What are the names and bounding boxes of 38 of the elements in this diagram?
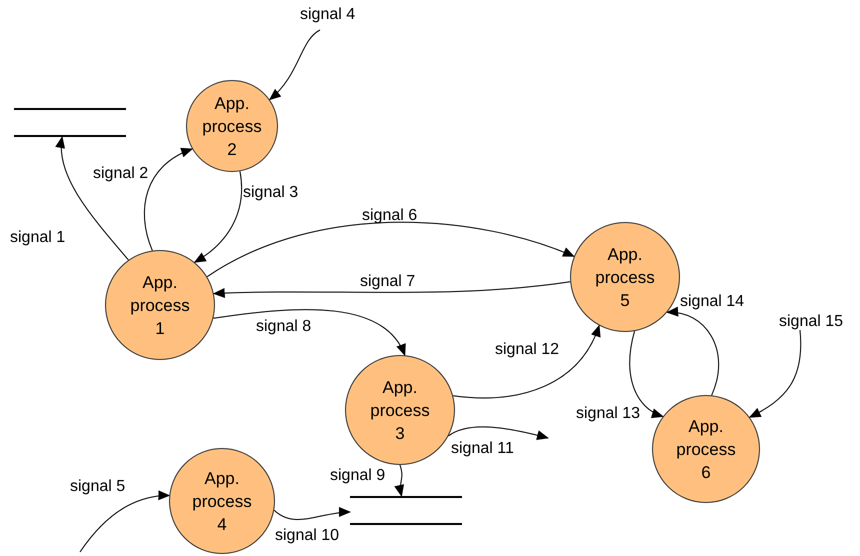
arrow — [194, 170, 242, 263]
edge-label: signal 1 — [10, 228, 66, 248]
arrow — [212, 281, 571, 298]
edge-label: signal 7 — [360, 272, 416, 292]
edge-label: signal 12 — [495, 340, 560, 360]
process-label: App. process 4 — [191, 468, 253, 536]
process-label: App. process 3 — [369, 376, 431, 444]
arrow — [144, 148, 194, 252]
arrow — [394, 464, 404, 497]
process-label: App. process 5 — [594, 244, 656, 312]
edge-label: signal 4 — [300, 5, 356, 25]
edge-label: signal 3 — [243, 183, 298, 203]
arrow — [274, 507, 351, 520]
arrow — [206, 222, 575, 278]
edge-label: signal 15 — [779, 312, 844, 332]
edge-label: signal 6 — [362, 206, 418, 226]
edge-label: signal 11 — [451, 439, 514, 459]
edge-label: signal 10 — [275, 526, 340, 546]
arrow — [666, 308, 720, 396]
arrow — [629, 330, 664, 418]
edge-label: signal 13 — [576, 404, 640, 424]
arrow — [268, 30, 320, 100]
process-label: App. process 2 — [201, 92, 263, 160]
arrow — [448, 426, 549, 440]
process-label: App. process 6 — [675, 416, 737, 484]
process-label: App. process 1 — [129, 272, 191, 340]
edge-label: signal 9 — [330, 466, 386, 486]
arrow — [80, 490, 170, 552]
arrow — [452, 324, 600, 398]
edge-label: signal 5 — [70, 477, 126, 497]
edge-label: signal 8 — [256, 317, 312, 337]
arrow — [748, 330, 802, 418]
arrow — [56, 136, 129, 260]
arrow — [212, 309, 406, 356]
edge-label: signal 2 — [93, 164, 148, 184]
data-store — [14, 108, 126, 137]
data-store — [350, 496, 462, 525]
edge-label: signal 14 — [680, 292, 744, 312]
